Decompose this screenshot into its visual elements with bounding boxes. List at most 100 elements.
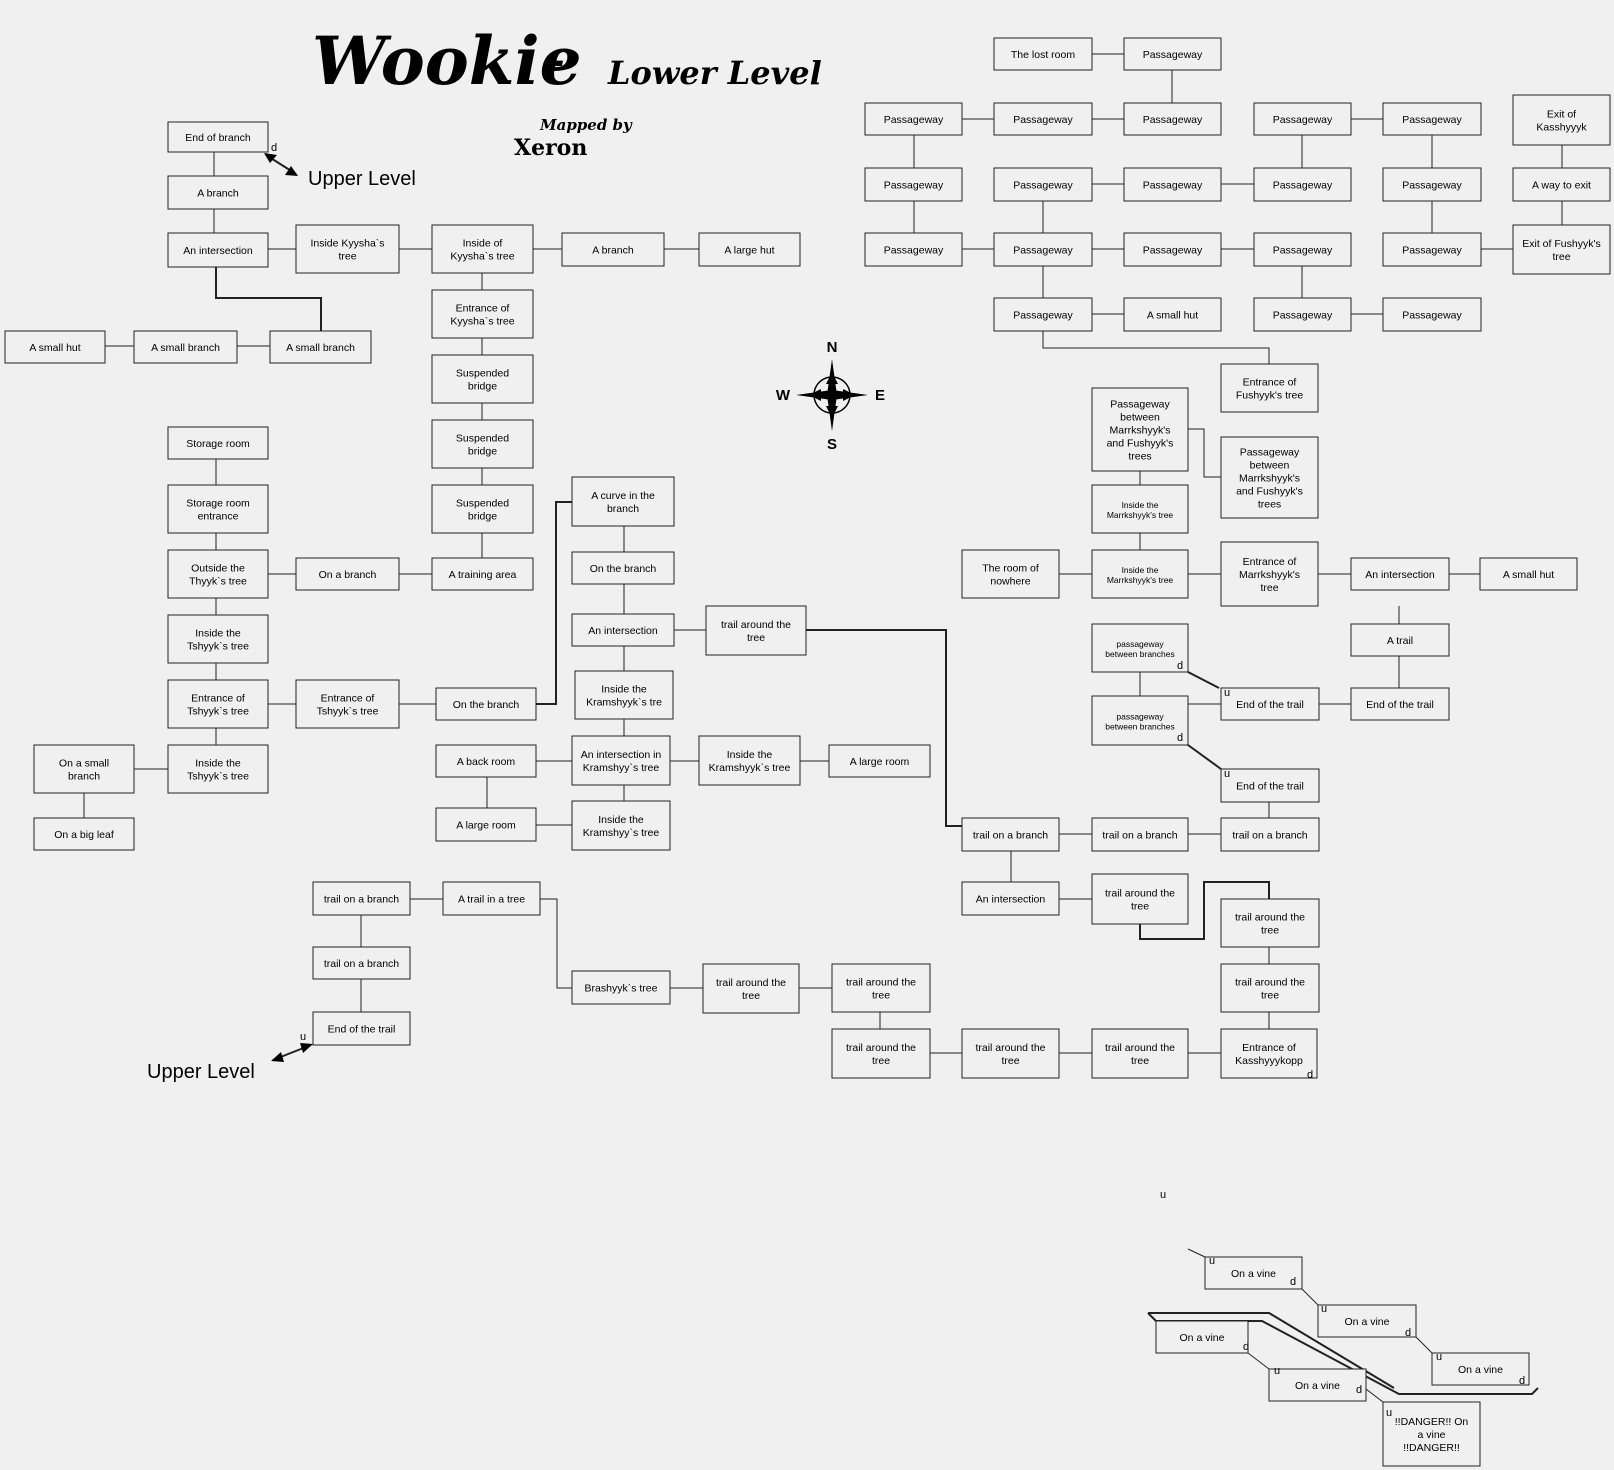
room-intersection-3: An intersection (1350, 557, 1450, 591)
room-label: Passageway (1013, 180, 1073, 192)
room-vine-3: On a vine (1431, 1352, 1530, 1386)
room-label: A back room (457, 756, 516, 768)
room-box (993, 102, 1093, 136)
room-box (167, 744, 269, 794)
room-label: tree (747, 632, 765, 644)
compass-south: S (827, 436, 837, 453)
exit-down-marker: d (1356, 1384, 1362, 1396)
room-box (571, 613, 675, 647)
room-label: End of the trail (1236, 781, 1304, 793)
room-label: Suspended (456, 433, 509, 445)
room-label: entrance (198, 511, 239, 523)
room-label: tree (742, 990, 760, 1002)
room-label: A way to exit (1532, 180, 1591, 192)
room-vine-4: On a vine (1155, 1320, 1249, 1354)
room-box (961, 881, 1060, 916)
room-label: trail around the (1235, 977, 1305, 989)
room-label: trees (1258, 499, 1281, 511)
room-label: End of the trail (1236, 699, 1304, 711)
room-label: A large hut (724, 245, 774, 257)
room-box (571, 735, 671, 786)
exit-up-marker: u (1386, 1407, 1392, 1419)
room-label: Suspended (456, 368, 509, 380)
room-box (1382, 167, 1482, 202)
room-label: An intersection (976, 894, 1046, 906)
room-pass-16: Passageway (1382, 232, 1482, 267)
room-end-trail-4: End of the trail (1220, 768, 1320, 803)
room-label: Passageway (1402, 180, 1462, 192)
room-pass-01: Passageway (1123, 37, 1222, 71)
room-small-hut-2: A small hut (1123, 297, 1222, 332)
room-box (574, 670, 674, 720)
room-big-leaf: On a big leaf (33, 817, 135, 851)
room-box (1479, 557, 1578, 591)
room-pass-17: Passageway (993, 297, 1093, 332)
room-label: Tshyyk`s tree (187, 771, 249, 783)
room-pass-19: Passageway (1382, 297, 1482, 332)
room-box (1253, 167, 1352, 202)
room-box (993, 37, 1093, 71)
room-label: Inside the (195, 758, 241, 770)
room-label: Passageway (1110, 399, 1170, 411)
room-label: trail around the (846, 977, 916, 989)
room-box (831, 1028, 931, 1079)
room-label: A small hut (1503, 569, 1554, 581)
room-small-hut-1: A small hut (4, 330, 106, 364)
room-box (702, 963, 800, 1014)
exit-up-marker: u (1321, 1303, 1327, 1315)
room-box (1123, 102, 1222, 136)
room-label: branch (607, 503, 639, 515)
room-label: A small branch (286, 342, 355, 354)
room-label: An intersection in (581, 749, 662, 761)
room-label: bridge (468, 446, 497, 458)
room-label: The room of (982, 563, 1039, 575)
room-vine-1: On a vine (1204, 1256, 1303, 1290)
room-box (295, 224, 400, 274)
room-label: Passageway (1402, 245, 1462, 257)
room-pass-13: Passageway (993, 232, 1093, 267)
room-label: An intersection (588, 625, 658, 637)
compass-needle-we (796, 390, 868, 400)
room-small-hut-3: A small hut (1479, 557, 1578, 591)
map-title: Wookie - Lower Level Mapped by Xeron (312, 22, 822, 161)
room-label: On the branch (590, 563, 657, 575)
room-label: and Fushyyk's (1107, 438, 1174, 450)
exit-down-marker: d (1243, 1341, 1249, 1353)
room-label: Storage room (186, 498, 250, 510)
room-large-room-1: A large room (828, 744, 931, 778)
room-label: End of branch (185, 132, 251, 144)
room-label: passageway (1116, 712, 1164, 722)
room-label: Marrkshyyk's (1239, 473, 1300, 485)
room-label: trail around the (716, 977, 786, 989)
room-label: Exit of Fushyyk's (1522, 238, 1600, 250)
room-end-trail-2: End of the trail (1220, 687, 1320, 721)
room-box (993, 232, 1093, 267)
room-box (1091, 873, 1189, 925)
room-label: On a big leaf (54, 829, 114, 841)
room-label: tree (872, 1055, 890, 1067)
room-label: Kasshyyykopp (1235, 1055, 1303, 1067)
room-box (864, 102, 963, 136)
room-box (961, 817, 1060, 852)
room-box (1091, 549, 1189, 599)
room-vine-2: On a vine (1317, 1304, 1417, 1338)
room-box (1382, 102, 1482, 136)
room-box (1091, 1028, 1189, 1079)
upper-level-label: Upper Level (147, 1061, 255, 1083)
room-box (167, 121, 269, 153)
room-intersection-2: An intersection (571, 613, 675, 647)
room-box (561, 232, 665, 267)
room-box (167, 426, 269, 460)
room-label: trail on a branch (1102, 830, 1177, 842)
